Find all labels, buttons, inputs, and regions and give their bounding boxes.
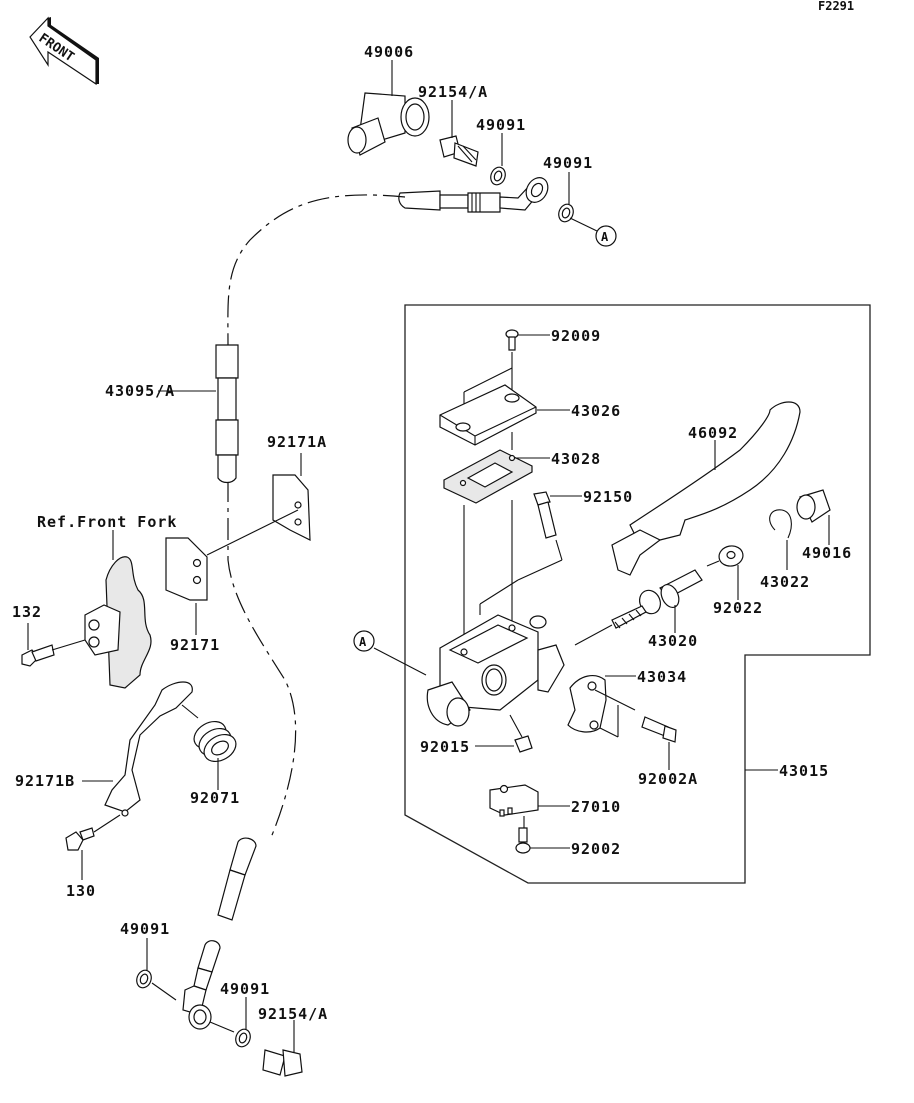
connector-a-left: A xyxy=(353,630,427,676)
label-130: 130 xyxy=(66,882,96,900)
part-46092[interactable] xyxy=(611,401,801,576)
label-132: 132 xyxy=(12,603,42,621)
part-92171b[interactable] xyxy=(82,681,193,817)
label-92002a: 92002A xyxy=(638,770,698,788)
label-43015: 43015 xyxy=(779,762,829,780)
part-49091-b[interactable] xyxy=(556,172,598,232)
hose-route-upper xyxy=(227,194,406,346)
hose-top-fitting xyxy=(398,177,549,213)
part-92154a-bottom[interactable] xyxy=(262,1020,303,1077)
part-43028[interactable] xyxy=(443,432,550,640)
part-92150[interactable] xyxy=(479,491,582,615)
label-49006: 49006 xyxy=(364,43,414,61)
label-43034: 43034 xyxy=(637,668,687,686)
part-43026[interactable] xyxy=(439,384,570,446)
figure-code: F2291 xyxy=(818,0,854,13)
connector-a-top: A xyxy=(595,225,617,247)
part-49091-c[interactable] xyxy=(134,938,153,990)
master-cylinder-body[interactable] xyxy=(426,614,565,727)
part-49006[interactable] xyxy=(347,60,430,156)
label-43028: 43028 xyxy=(551,450,601,468)
label-92171b: 92171B xyxy=(15,772,75,790)
label-49016: 49016 xyxy=(802,544,852,562)
label-92154a-bottom: 92154/A xyxy=(258,1005,328,1023)
label-92015: 92015 xyxy=(420,738,470,756)
part-92071[interactable] xyxy=(181,704,241,790)
part-43034[interactable] xyxy=(567,674,636,738)
part-49091-d[interactable] xyxy=(233,997,252,1049)
part-43022[interactable] xyxy=(769,509,792,570)
part-92154a-top[interactable] xyxy=(439,100,479,167)
label-49091-b: 49091 xyxy=(543,154,593,172)
label-46092: 46092 xyxy=(688,424,738,442)
part-92022[interactable] xyxy=(706,544,745,600)
label-92154a-top: 92154/A xyxy=(418,83,488,101)
label-92009: 92009 xyxy=(551,327,601,345)
label-92002: 92002 xyxy=(571,840,621,858)
part-49016[interactable] xyxy=(796,489,831,545)
part-92009[interactable] xyxy=(463,329,550,420)
label-49091-c: 49091 xyxy=(120,920,170,938)
label-92171: 92171 xyxy=(170,636,220,654)
part-130[interactable] xyxy=(65,814,121,880)
svg-text:A: A xyxy=(359,635,367,649)
part-92171[interactable] xyxy=(165,537,208,635)
part-92015[interactable] xyxy=(475,714,533,753)
label-43026: 43026 xyxy=(571,402,621,420)
part-92171a[interactable] xyxy=(272,453,311,541)
label-49091-d: 49091 xyxy=(220,980,270,998)
part-49091-a[interactable] xyxy=(488,133,507,187)
label-92150: 92150 xyxy=(583,488,633,506)
part-43020[interactable] xyxy=(574,569,703,646)
label-92022: 92022 xyxy=(713,599,763,617)
part-92002a[interactable] xyxy=(641,716,677,770)
label-49091-a: 49091 xyxy=(476,116,526,134)
part-132[interactable] xyxy=(21,623,86,667)
part-92002[interactable] xyxy=(515,827,570,854)
svg-text:A: A xyxy=(601,230,609,244)
label-43022: 43022 xyxy=(760,573,810,591)
label-43020: 43020 xyxy=(648,632,698,650)
part-27010[interactable] xyxy=(489,784,570,828)
front-arrow-icon: FRONT xyxy=(29,16,99,86)
hose-route-lower xyxy=(227,480,297,841)
hose-lower-fitting xyxy=(151,837,257,1033)
front-fork-reference xyxy=(84,530,152,689)
label-27010: 27010 xyxy=(571,798,621,816)
label-92071: 92071 xyxy=(190,789,240,807)
label-ref-front-fork: Ref.Front Fork xyxy=(37,513,177,531)
label-92171a: 92171A xyxy=(267,433,327,451)
assembly-frame xyxy=(404,304,871,884)
label-43095a: 43095/A xyxy=(105,382,175,400)
part-43095a[interactable] xyxy=(158,344,239,484)
